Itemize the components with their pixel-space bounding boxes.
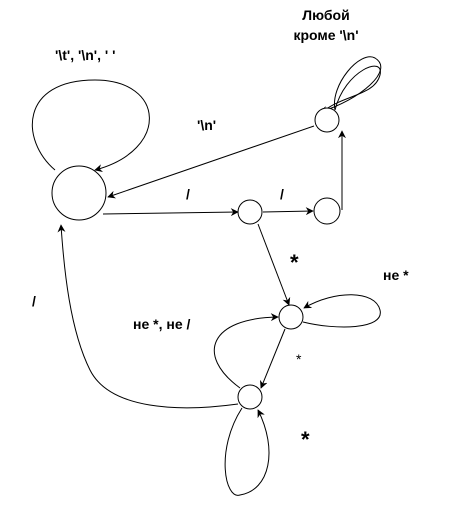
label-slash-b: / <box>280 186 284 202</box>
label-not-star: не * <box>383 267 409 283</box>
edge-block-to-star <box>260 328 286 389</box>
label-star-small: * <box>296 351 302 367</box>
state-line-comment <box>313 197 341 225</box>
edge-slash1-to-line <box>262 207 314 216</box>
label-slash-return: / <box>32 293 36 309</box>
label-any-line1: Любой <box>302 7 349 23</box>
state-start <box>51 165 107 221</box>
edge-end-loop <box>324 65 381 111</box>
label-whitespace-loop: '\t', '\n', ' ' <box>55 47 115 63</box>
edge-start-to-slash1 <box>102 208 239 217</box>
label-slash-a: / <box>186 186 190 202</box>
state-slash1 <box>237 199 263 225</box>
edge-end-loop-b <box>319 56 382 114</box>
label-not-star-not-slash: не *, не / <box>133 316 190 332</box>
edge-star-loop <box>224 407 270 496</box>
edge-star-to-start <box>57 224 239 409</box>
edge-slash1-to-block <box>257 223 291 306</box>
state-block-comment <box>278 304 304 330</box>
label-any-line2: кроме '\n' <box>293 27 358 43</box>
state-line-comment-end <box>314 107 340 133</box>
label-newline: '\n' <box>197 117 216 133</box>
label-star-loop: * <box>301 427 310 452</box>
state-block-star <box>237 384 263 410</box>
edge-block-loop <box>302 294 381 328</box>
label-star-enter: * <box>290 250 299 275</box>
edge-star-to-block <box>213 313 279 389</box>
edge-start-loop <box>31 79 150 173</box>
edge-end-to-start <box>107 125 315 199</box>
